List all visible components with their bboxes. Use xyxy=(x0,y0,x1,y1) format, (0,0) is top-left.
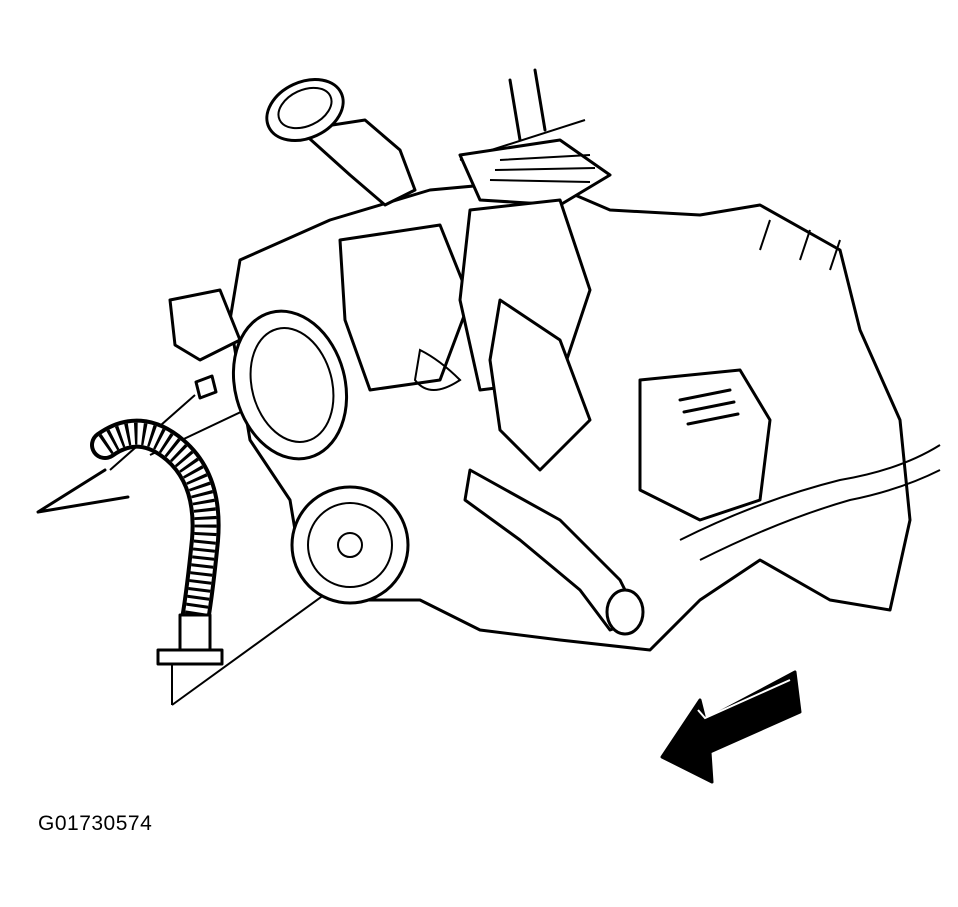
pulley-mid xyxy=(307,502,393,588)
pcv-hose xyxy=(90,418,224,666)
upper-pipe xyxy=(508,68,547,142)
harness-wire-1 xyxy=(699,469,941,561)
sensor-housing xyxy=(168,288,242,362)
oil-filler-cap-inner xyxy=(277,86,333,130)
hose-flange xyxy=(156,648,224,666)
front-arrow-shape xyxy=(660,670,802,784)
hose-fitting xyxy=(178,613,212,652)
top-bracket xyxy=(458,138,612,207)
gasket-port xyxy=(413,348,462,391)
front-arrow-highlight xyxy=(697,679,791,720)
manifold-cover xyxy=(638,368,772,522)
ignition-coils xyxy=(759,219,841,271)
oil-filler-neck xyxy=(298,118,417,207)
manifold-vents xyxy=(678,388,740,426)
harness-wire-2 xyxy=(679,444,941,541)
pulley-hub xyxy=(337,532,363,558)
throttle-body-bore xyxy=(249,327,335,443)
bolt xyxy=(194,374,218,400)
pipe-end xyxy=(605,588,645,636)
pulley-outer xyxy=(290,485,410,605)
bracket-grille xyxy=(489,154,596,183)
tensioner-arm xyxy=(488,298,592,472)
engine-assembly xyxy=(168,68,941,652)
intake-plenum xyxy=(338,223,472,392)
hose-body-fill xyxy=(94,422,217,631)
lower-pipe xyxy=(463,468,642,632)
bolt-head xyxy=(194,374,218,400)
front-arrow-icon xyxy=(660,670,802,784)
figure-id-label: G01730574 xyxy=(38,812,153,835)
leader-arrowhead-left xyxy=(36,468,130,514)
